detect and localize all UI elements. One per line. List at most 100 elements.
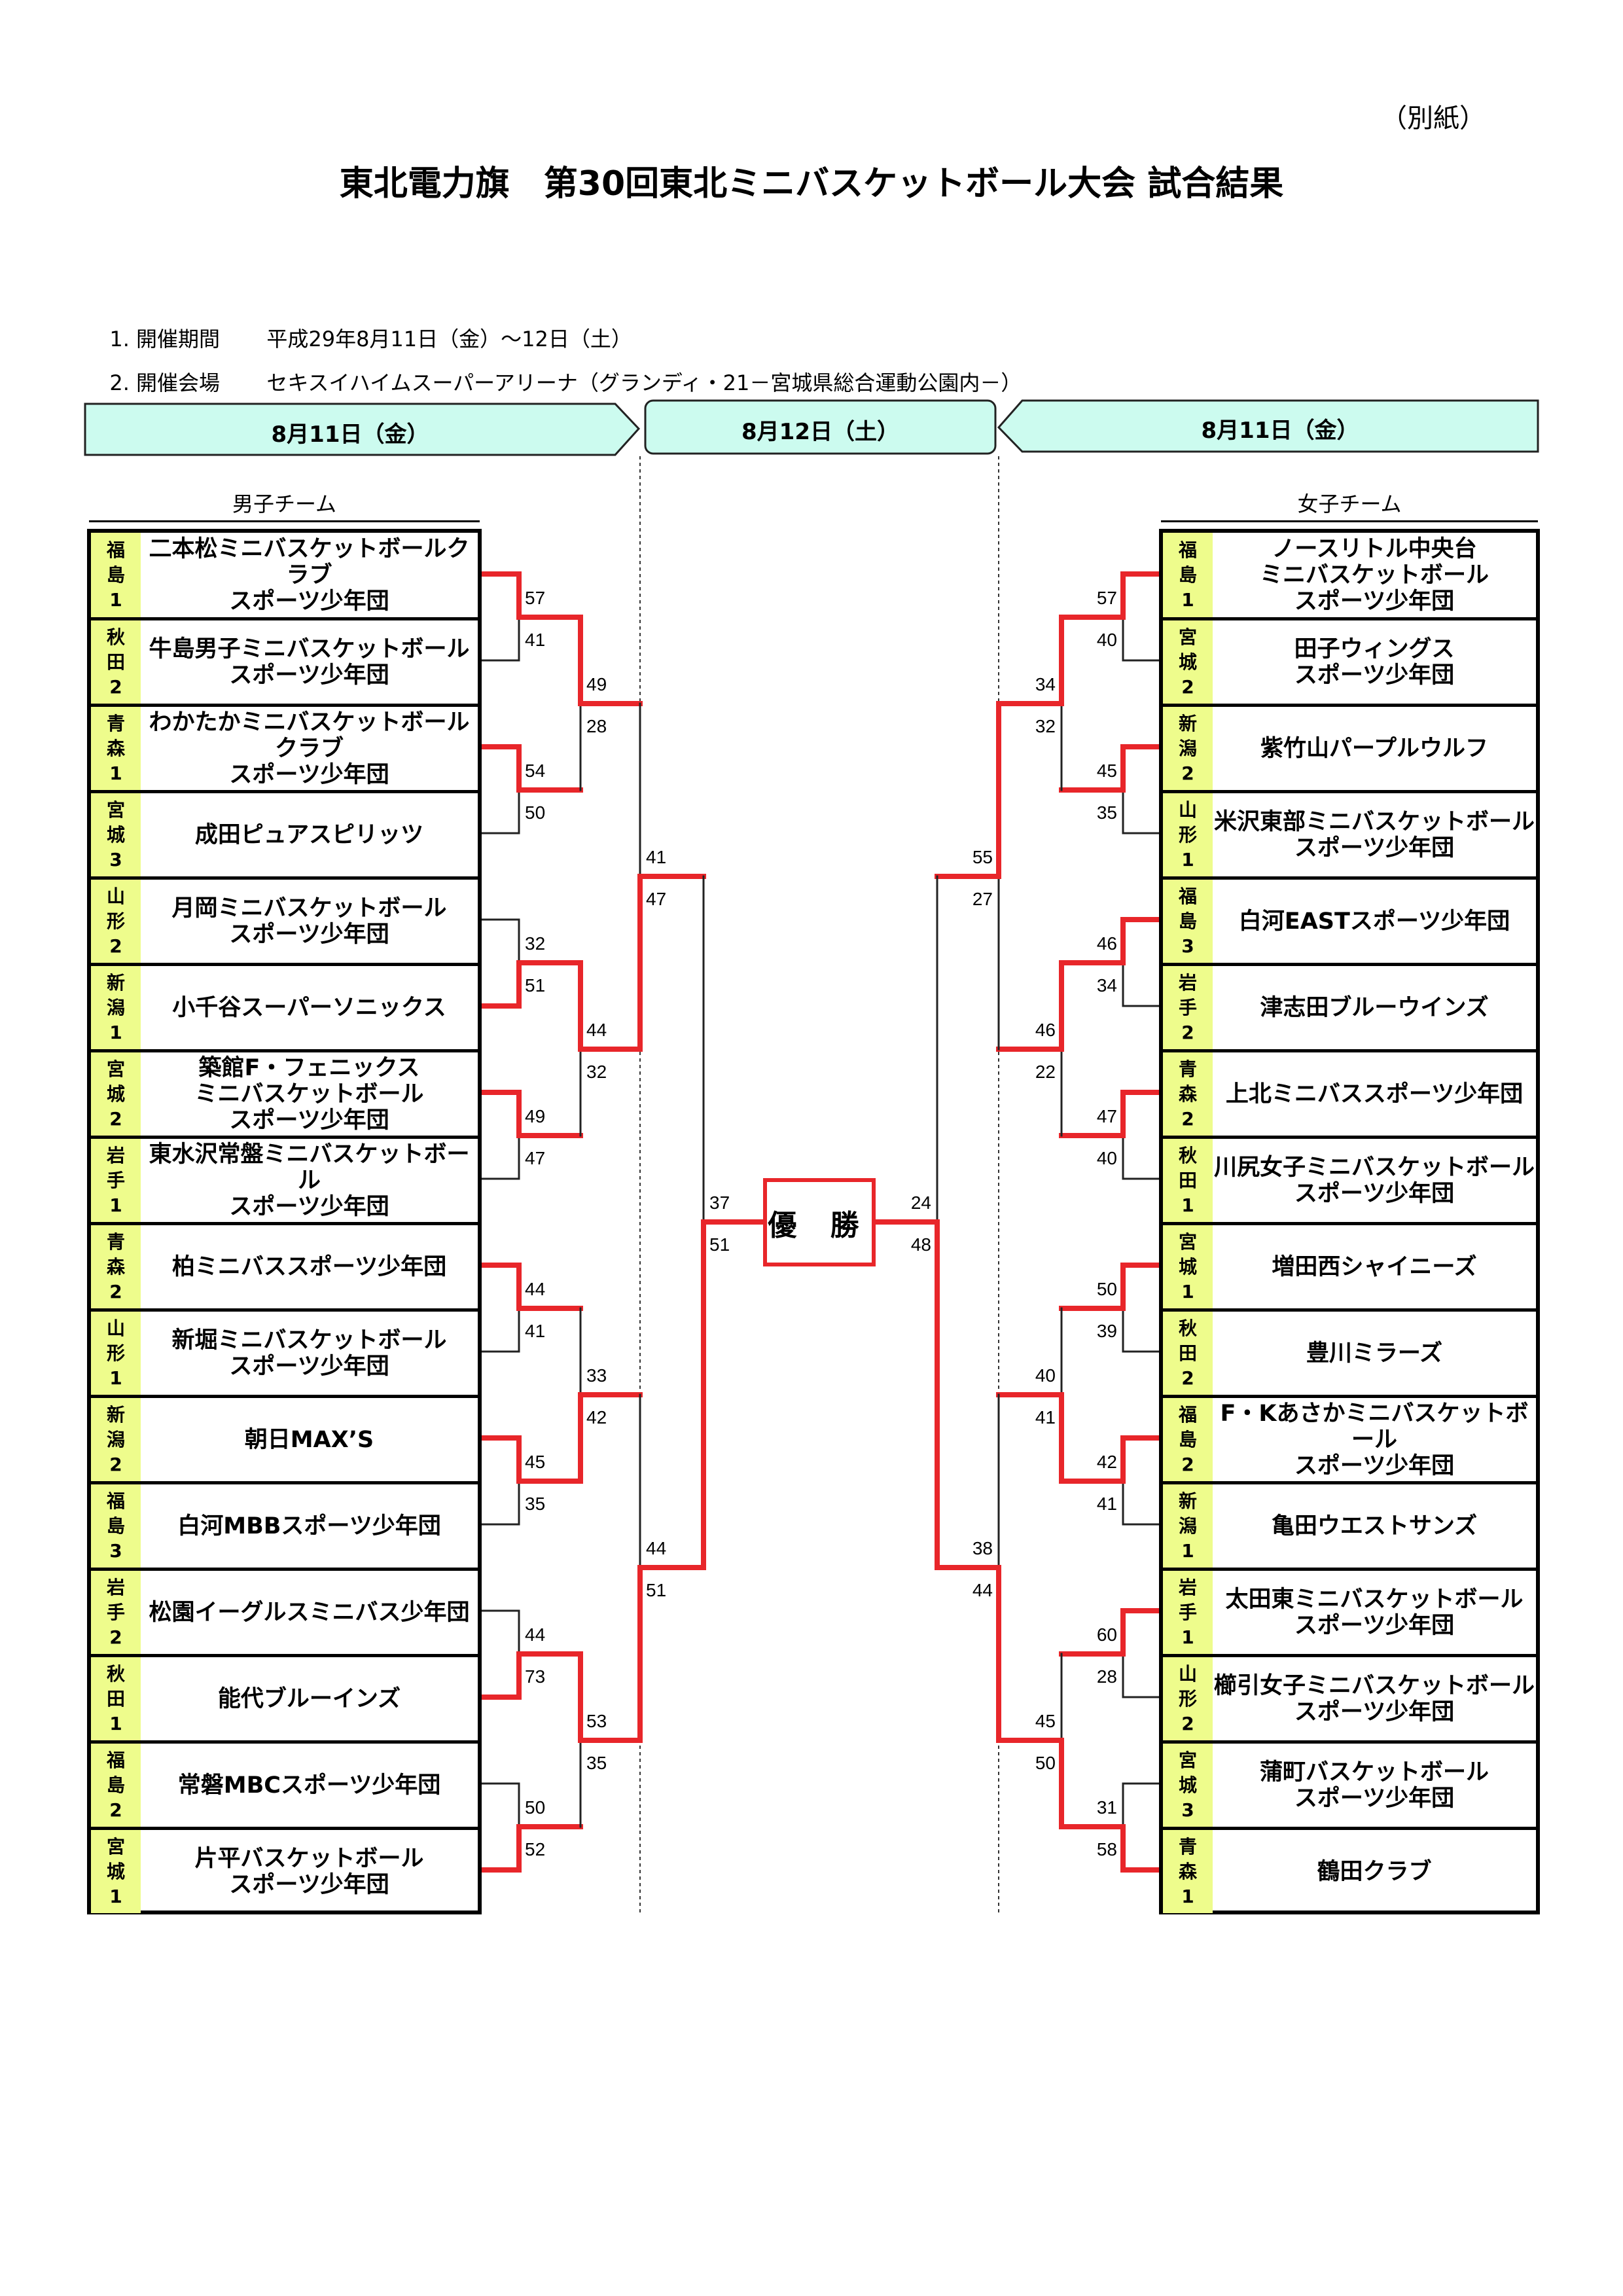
attachment-label: （別紙） (1381, 103, 1486, 134)
prefecture-char: 島 (106, 564, 125, 586)
score-label: 46 (1097, 933, 1117, 954)
team-name: 二本松ミニバスケットボールクラブ スポーツ少年団 (149, 535, 470, 615)
prefecture-char: 形 (1178, 823, 1197, 846)
prefecture-char: 島 (1178, 1428, 1197, 1450)
seed-number: 2 (1181, 1367, 1194, 1389)
prefecture-char: 森 (1178, 1083, 1197, 1105)
seed-number: 3 (1181, 935, 1194, 957)
prefecture-char: 宮 (106, 1058, 125, 1080)
score-label: 52 (525, 1839, 545, 1859)
score-label: 54 (525, 761, 545, 781)
prefecture-char: 山 (1178, 1662, 1197, 1685)
seed-number: 2 (1181, 1712, 1194, 1734)
score-label: 37 (709, 1193, 730, 1213)
prefecture-char: 山 (1178, 798, 1197, 821)
prefecture-char: 青 (106, 1230, 125, 1253)
score-label: 41 (1035, 1407, 1056, 1427)
team-name: 小千谷スーパーソニックス (172, 994, 446, 1021)
seed-number: 1 (109, 1021, 122, 1043)
prefecture-char: 山 (106, 885, 125, 907)
banner-center-date: 8月12日（土） (741, 419, 899, 445)
prefecture-char: 岩 (1178, 1576, 1197, 1598)
team-name: F・Kあさかミニバスケットボール スポーツ少年団 (1220, 1400, 1529, 1479)
score-label: 51 (525, 975, 545, 996)
prefecture-char: 福 (1178, 885, 1197, 907)
score-label: 73 (525, 1666, 545, 1687)
prefecture-char: 城 (1178, 651, 1197, 673)
score-label: 42 (586, 1407, 607, 1427)
score-label: 39 (1097, 1321, 1117, 1341)
team-name: 増田西シャイニーズ (1272, 1253, 1477, 1280)
team-name: 牛島男子ミニバスケットボール スポーツ少年団 (149, 636, 470, 689)
seed-number: 1 (1181, 1539, 1194, 1562)
prefecture-char: 新 (106, 1403, 125, 1426)
seed-number: 2 (1181, 675, 1194, 698)
prefecture-char: 潟 (1178, 1515, 1197, 1537)
score-label: 44 (972, 1580, 993, 1600)
score-label: 50 (525, 1797, 545, 1818)
score-label: 45 (525, 1452, 545, 1472)
team-name: 柏ミニバススポーツ少年団 (171, 1253, 447, 1280)
prefecture-char: 田 (106, 651, 125, 673)
prefecture-char: 岩 (1178, 971, 1197, 994)
prefecture-char: 宮 (1178, 1749, 1197, 1771)
seed-number: 1 (109, 762, 122, 784)
seed-number: 2 (109, 1626, 122, 1648)
seed-number: 1 (109, 1885, 122, 1907)
banner-center-shape (644, 399, 997, 455)
score-label: 27 (972, 889, 993, 909)
prefecture-char: 岩 (106, 1144, 125, 1166)
prefecture-char: 城 (106, 1860, 125, 1882)
score-label: 57 (525, 588, 545, 608)
prefecture-char: 秋 (106, 626, 125, 648)
banner-left-shape (84, 403, 641, 456)
seed-number: 3 (109, 1539, 122, 1562)
score-label: 44 (525, 1624, 545, 1645)
team-name: 月岡ミニバスケットボール スポーツ少年団 (171, 895, 447, 948)
period-value: 平成29年8月11日（金）～12日（土） (266, 327, 632, 351)
seed-number: 2 (109, 1107, 122, 1130)
score-label: 31 (1097, 1797, 1117, 1818)
prefecture-char: 福 (106, 1490, 125, 1512)
seed-number: 1 (1181, 588, 1194, 611)
team-name: 片平バスケットボール スポーツ少年団 (194, 1845, 424, 1898)
score-label: 28 (1097, 1666, 1117, 1687)
score-label: 35 (525, 1494, 545, 1514)
score-label: 44 (586, 1020, 607, 1040)
period-line: 1. 開催期間平成29年8月11日（金）～12日（土） (96, 298, 632, 353)
prefecture-char: 城 (1178, 1774, 1197, 1796)
score-label: 32 (1035, 716, 1056, 736)
score-label: 49 (586, 674, 607, 694)
page-title: 東北電力旗 第30回東北ミニバスケットボール大会 試合結果 (339, 164, 1284, 204)
prefecture-char: 秋 (1178, 1317, 1197, 1339)
prefecture-char: 森 (1178, 1860, 1197, 1882)
score-label: 35 (586, 1753, 607, 1773)
girls-team-label: 女子チーム (1161, 488, 1538, 522)
